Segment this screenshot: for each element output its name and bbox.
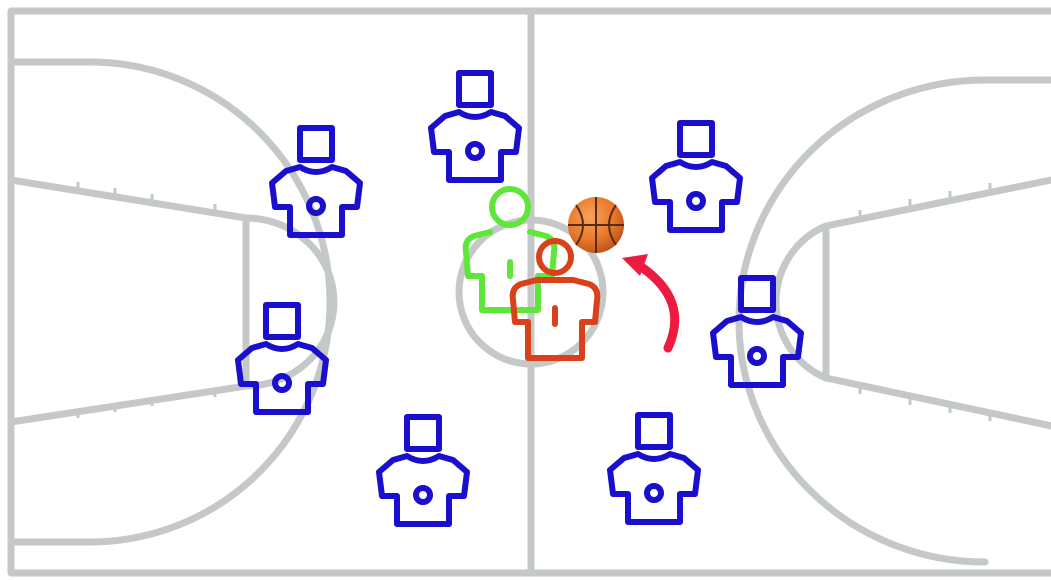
blue-player (431, 73, 519, 180)
blue-player (379, 417, 467, 524)
movement-arrow (622, 254, 675, 348)
right-lane-hash-marks (860, 183, 990, 421)
blue-player (652, 123, 740, 230)
basketball (568, 197, 624, 253)
left-lane-hash-marks (78, 182, 215, 418)
left-lane (11, 180, 246, 422)
court (11, 11, 1051, 573)
blue-player (713, 278, 801, 385)
blue-team (238, 73, 801, 524)
blue-player (610, 415, 698, 522)
